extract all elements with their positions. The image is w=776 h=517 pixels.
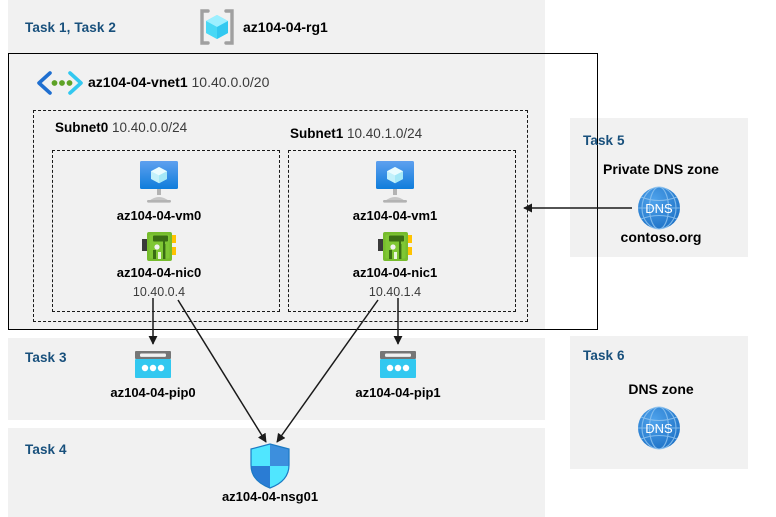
vm1-label: az104-04-vm1 [352,208,438,223]
nsg-label: az104-04-nsg01 [221,489,319,504]
pip0-label: az104-04-pip0 [110,385,196,400]
svg-text:DNS: DNS [645,201,673,216]
network-interface-icon [376,230,414,264]
subnet1-name: Subnet1 [290,126,344,141]
subnet0-title: Subnet0 10.40.0.0/24 [55,120,187,135]
task-label-4: Task 4 [25,442,67,457]
subnet0-cidr: 10.40.0.0/24 [112,120,188,135]
panel-task3 [8,338,545,420]
nic1-label: az104-04-nic1 [352,265,438,280]
subnet1-box [288,150,516,312]
virtual-network-icon [36,70,84,96]
vm0-label: az104-04-vm0 [116,208,202,223]
panel-task1-task2 [8,0,545,330]
network-interface-icon [140,230,178,264]
svg-text:DNS: DNS [645,421,673,436]
resource-group-name: az104-04-rg1 [243,19,328,35]
dns-zone-icon: DNS [636,405,682,451]
resource-group-icon [198,9,236,45]
public-ip-address-icon [378,349,418,381]
subnet0-box [52,150,280,312]
vnet-title: az104-04-vnet1 10.40.0.0/20 [88,74,269,90]
virtual-machine-icon [367,157,423,205]
subnet0-name: Subnet0 [55,120,109,135]
nic0-label: az104-04-nic0 [116,265,202,280]
private-dns-zone-name: contoso.org [620,229,702,245]
vnet-cidr: 10.40.0.0/20 [191,74,270,90]
dns-zone-icon: DNS [636,185,682,231]
public-ip-address-icon [133,349,173,381]
pip1-label: az104-04-pip1 [355,385,441,400]
task-label-6: Task 6 [583,348,625,363]
task-label-1-2: Task 1, Task 2 [25,20,116,35]
private-dns-zone-title: Private DNS zone [603,161,719,177]
network-security-group-icon [249,443,291,489]
dns-zone-title: DNS zone [628,381,694,397]
task-label-5: Task 5 [583,133,625,148]
nic0-ip: 10.40.0.4 [132,285,186,299]
virtual-machine-icon [131,157,187,205]
vnet-name: az104-04-vnet1 [88,74,188,90]
subnet1-cidr: 10.40.1.0/24 [347,126,423,141]
nic1-ip: 10.40.1.4 [368,285,422,299]
task-label-3: Task 3 [25,350,67,365]
subnet1-title: Subnet1 10.40.1.0/24 [290,126,422,141]
